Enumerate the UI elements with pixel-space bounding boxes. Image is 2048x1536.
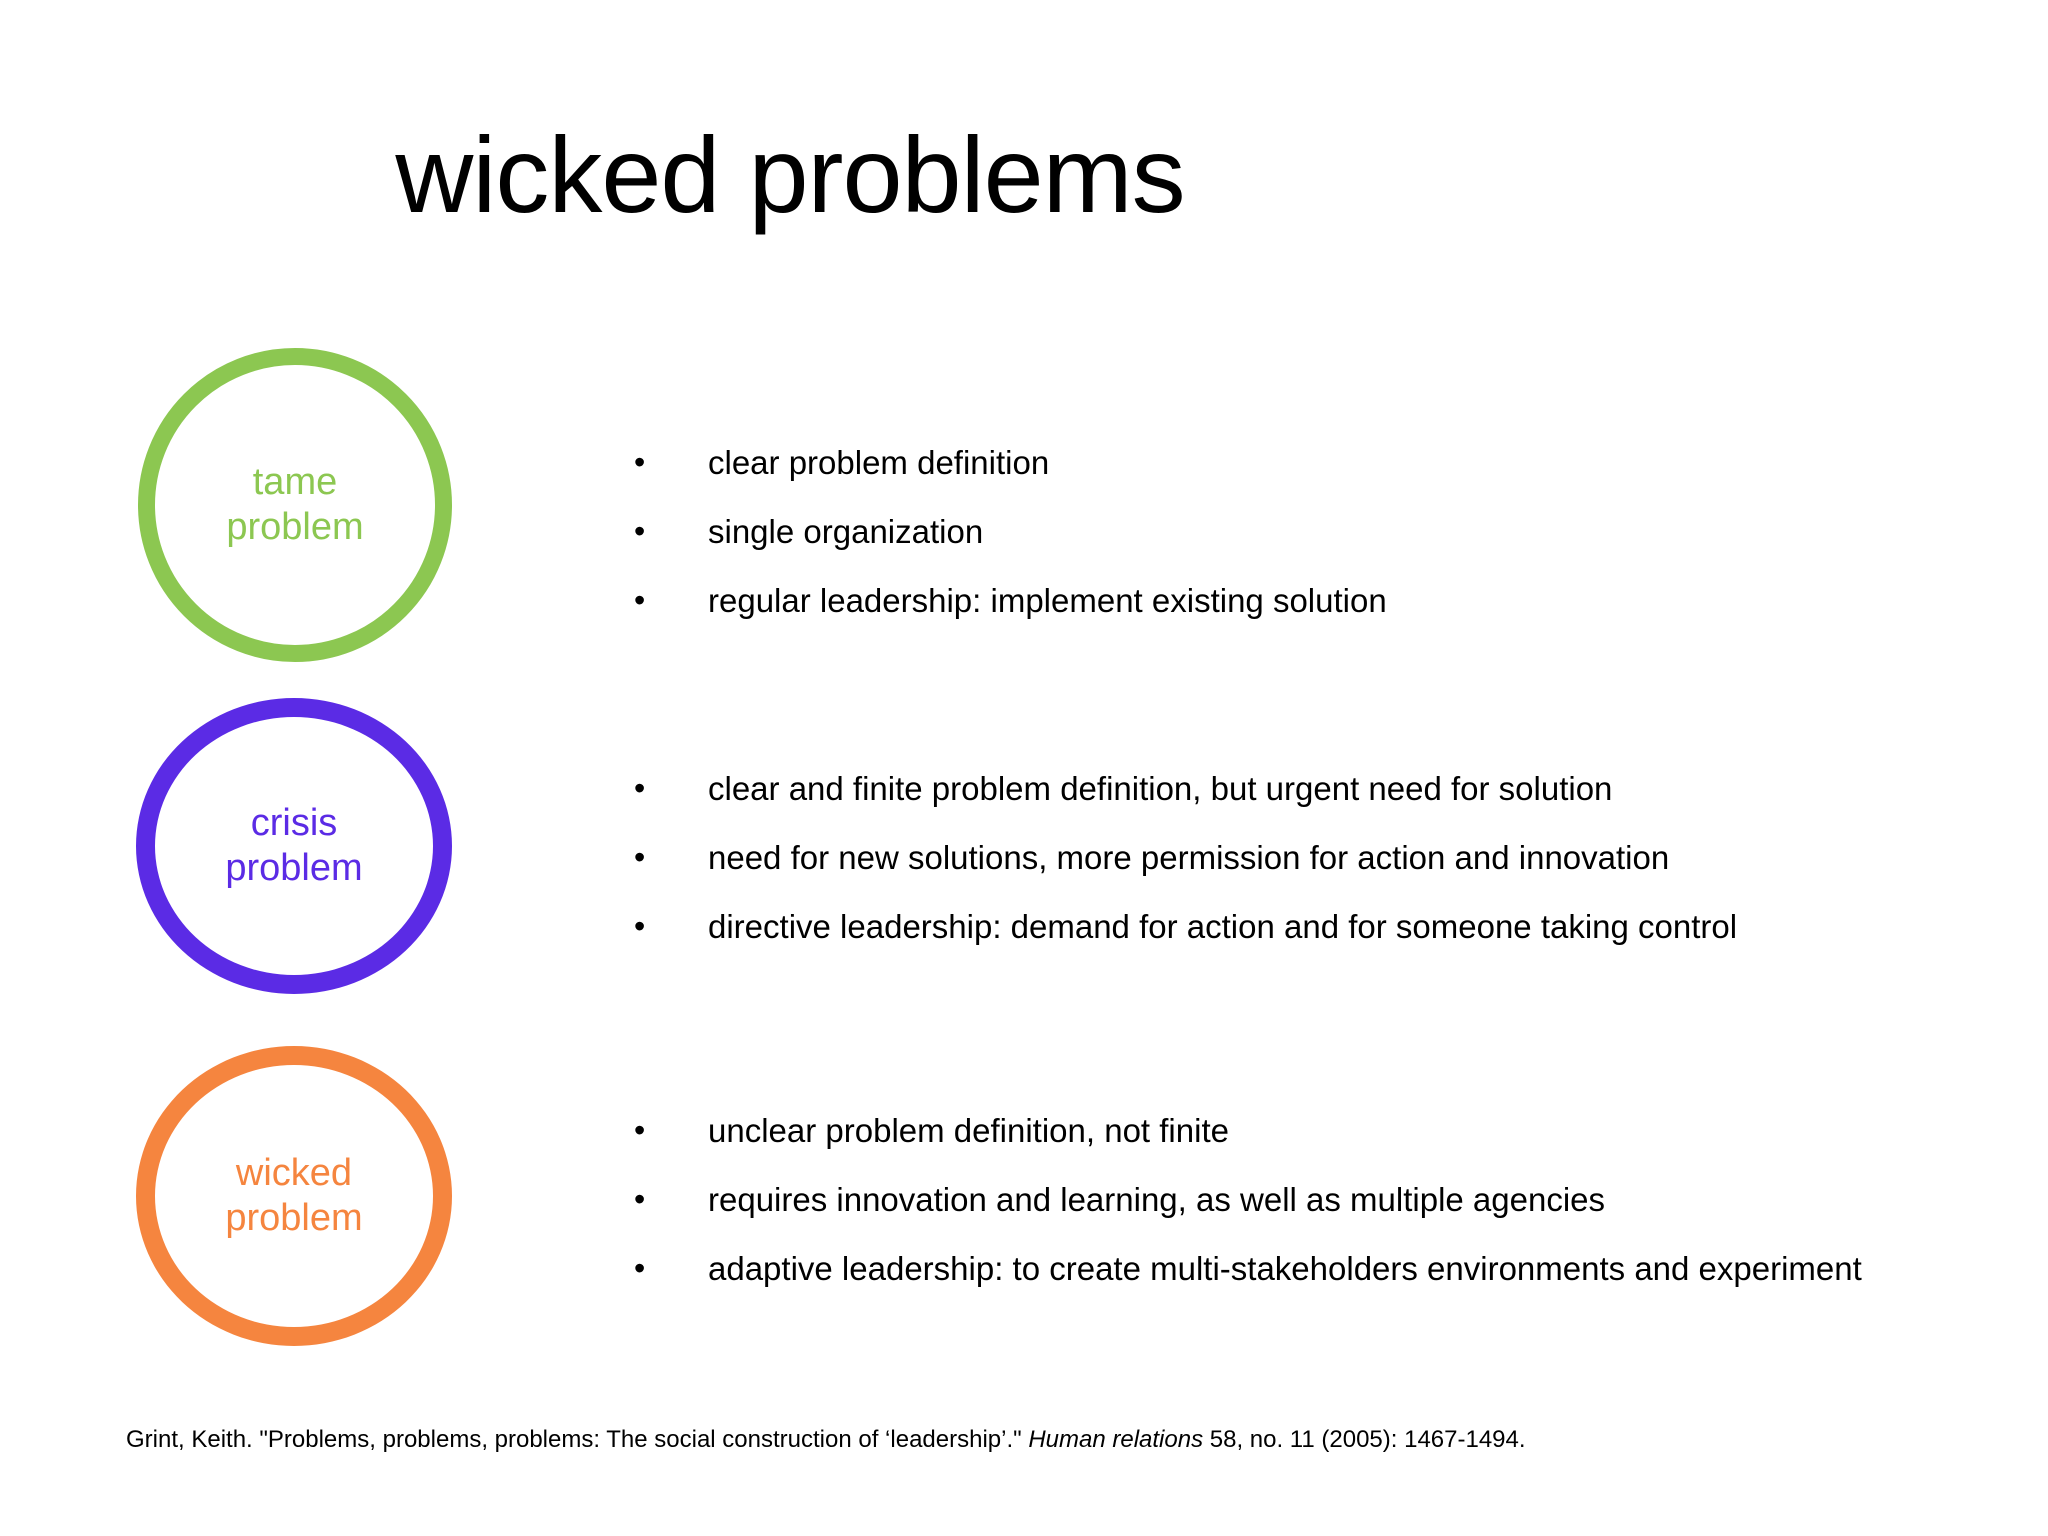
bullet-point-icon: •: [634, 1180, 646, 1217]
bullet-point-icon: •: [634, 838, 646, 875]
citation-details: 58, no. 11 (2005): 1467-1494.: [1203, 1426, 1526, 1453]
bullet-text: regular leadership: implement existing s…: [708, 581, 1387, 619]
category-label-tame: tame problem: [226, 461, 364, 548]
page-title: wicked problems: [395, 114, 1185, 235]
category-circle-tame: tame problem: [138, 348, 452, 662]
list-item: • single organization: [612, 509, 1972, 556]
category-label-crisis: crisis problem: [225, 802, 363, 889]
list-item: • need for new solutions, more permissio…: [612, 835, 1982, 882]
bullet-point-icon: •: [634, 444, 646, 480]
bullet-point-icon: •: [634, 1112, 646, 1148]
bullet-point-icon: •: [634, 581, 646, 618]
bullet-text: adaptive leadership: to create multi-sta…: [708, 1249, 1862, 1287]
bullet-group-crisis: • clear and finite problem definition, b…: [612, 766, 1982, 973]
bullet-point-icon: •: [634, 512, 646, 549]
bullet-point-icon: •: [634, 907, 646, 944]
category-circle-crisis: crisis problem: [136, 698, 452, 994]
list-item: • clear and finite problem definition, b…: [612, 766, 1982, 813]
list-item: • directive leadership: demand for actio…: [612, 904, 1982, 951]
list-item: • clear problem definition: [612, 440, 1972, 487]
bullet-text: clear and finite problem definition, but…: [708, 770, 1613, 807]
bullet-group-tame: • clear problem definition • single orga…: [612, 440, 1972, 647]
bullet-point-icon: •: [634, 1249, 646, 1286]
list-item: • regular leadership: implement existing…: [612, 578, 1972, 625]
bullet-text: directive leadership: demand for action …: [708, 907, 1738, 945]
list-item: • requires innovation and learning, as w…: [612, 1177, 2012, 1224]
category-label-wicked: wicked problem: [225, 1152, 363, 1239]
bullet-text: clear problem definition: [708, 444, 1050, 481]
bullet-text: single organization: [708, 512, 984, 550]
citation: Grint, Keith. "Problems, problems, probl…: [126, 1424, 1986, 1455]
category-circle-wicked: wicked problem: [136, 1046, 452, 1346]
bullet-text: need for new solutions, more permission …: [708, 838, 1670, 876]
list-item: • adaptive leadership: to create multi-s…: [612, 1246, 2012, 1293]
list-item: • unclear problem definition, not finite: [612, 1108, 2012, 1155]
bullet-point-icon: •: [634, 770, 646, 806]
bullet-text: requires innovation and learning, as wel…: [708, 1180, 1606, 1218]
citation-author-title: Grint, Keith. "Problems, problems, probl…: [126, 1426, 1029, 1453]
bullet-group-wicked: • unclear problem definition, not finite…: [612, 1108, 2012, 1315]
bullet-text: unclear problem definition, not finite: [708, 1112, 1229, 1149]
citation-journal: Human relations: [1028, 1426, 1204, 1453]
